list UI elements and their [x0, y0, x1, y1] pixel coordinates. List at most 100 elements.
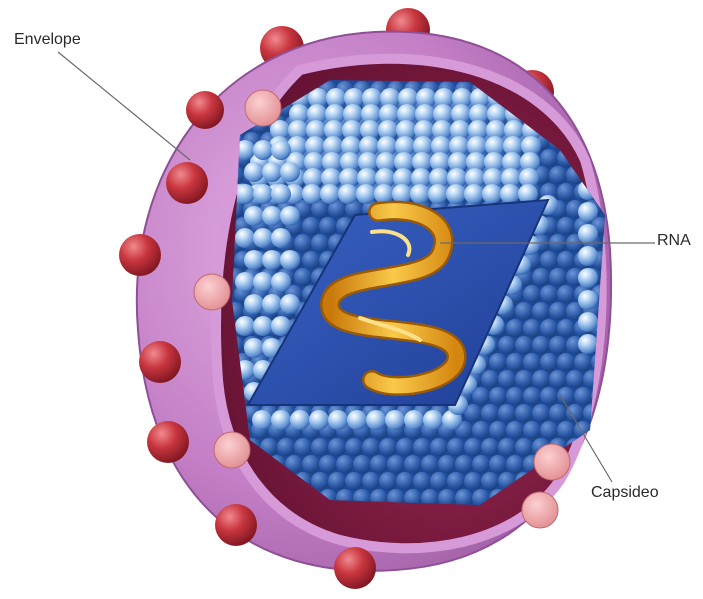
capsomere-sphere-icon [336, 455, 354, 473]
capsomere-sphere-icon [532, 268, 550, 286]
capsomere-sphere-icon [294, 438, 312, 456]
capsomere-sphere-icon [489, 387, 507, 405]
capsomere-sphere-icon [253, 228, 273, 248]
capsomere-sphere-icon [481, 404, 499, 422]
capsomere-sphere-icon [244, 294, 264, 314]
capsomere-sphere-icon [481, 472, 499, 490]
glycoprotein-spike-icon [119, 234, 161, 276]
capsomere-sphere-icon [506, 319, 524, 337]
capsomere-sphere-icon [396, 472, 414, 490]
capsomere-sphere-icon [277, 438, 295, 456]
capsomere-sphere-icon [506, 455, 524, 473]
rna-label: RNA [657, 232, 691, 250]
capsomere-sphere-icon [506, 421, 524, 439]
capsomere-sphere-icon [320, 184, 340, 204]
capsomere-sphere-icon [464, 438, 482, 456]
envelope-leader-line [58, 52, 190, 160]
capsomere-sphere-icon [591, 115, 609, 133]
glycoprotein-spike-cut-icon [534, 444, 570, 480]
capsomere-sphere-icon [404, 455, 422, 473]
capsomere-sphere-icon [253, 140, 273, 160]
capsomere-sphere-icon [253, 184, 273, 204]
capsomere-sphere-icon [244, 162, 264, 182]
capsomere-sphere-icon [523, 353, 541, 371]
glycoprotein-spike-cut-icon [522, 492, 558, 528]
capsomere-sphere-icon [455, 455, 473, 473]
capsomere-sphere-icon [309, 410, 329, 430]
capsomere-sphere-icon [578, 268, 598, 288]
capsomere-sphere-icon [319, 217, 337, 235]
capsomere-sphere-icon [523, 319, 541, 337]
capsomere-sphere-icon [498, 404, 516, 422]
capsomere-sphere-icon [583, 438, 601, 456]
capsomere-sphere-icon [540, 251, 558, 269]
capsomere-sphere-icon [353, 455, 371, 473]
capsomere-sphere-icon [498, 370, 516, 388]
capsomere-sphere-icon [498, 438, 516, 456]
capsomere-sphere-icon [387, 455, 405, 473]
capsomere-sphere-icon [523, 387, 541, 405]
capsomere-sphere-icon [280, 206, 300, 226]
capsomere-sphere-icon [430, 438, 448, 456]
capsomere-sphere-icon [262, 206, 282, 226]
capsomere-sphere-icon [253, 272, 273, 292]
capsomere-sphere-icon [244, 206, 264, 226]
capsomere-sphere-icon [438, 455, 456, 473]
capsomere-sphere-icon [356, 184, 376, 204]
capsomere-sphere-icon [328, 410, 348, 430]
capsomere-sphere-icon [583, 98, 601, 116]
capsomere-sphere-icon [302, 251, 320, 269]
capsomere-sphere-icon [235, 184, 255, 204]
capsomere-sphere-icon [540, 285, 558, 303]
capsomere-sphere-icon [540, 421, 558, 439]
capsomere-sphere-icon [235, 272, 255, 292]
capsomere-sphere-icon [252, 410, 272, 430]
capsomere-sphere-icon [235, 316, 255, 336]
capsomere-sphere-icon [472, 421, 490, 439]
glycoprotein-spike-icon [186, 91, 224, 129]
capsomere-sphere-icon [446, 184, 466, 204]
capsomere-sphere-icon [506, 353, 524, 371]
glycoprotein-spike-icon [147, 421, 189, 463]
capsomere-sphere-icon [262, 162, 282, 182]
capsomere-sphere-icon [396, 438, 414, 456]
capsomere-sphere-icon [302, 455, 320, 473]
capsomere-sphere-icon [549, 370, 567, 388]
capsomere-sphere-icon [428, 184, 448, 204]
capsomere-sphere-icon [280, 250, 300, 270]
capsomere-sphere-icon [482, 184, 502, 204]
capsomere-sphere-icon [271, 140, 291, 160]
capsomere-sphere-icon [271, 272, 291, 292]
capsomere-sphere-icon [557, 285, 575, 303]
capsomere-sphere-icon [540, 387, 558, 405]
glycoprotein-spike-cut-icon [214, 432, 250, 468]
capsomere-sphere-icon [481, 370, 499, 388]
capsomere-sphere-icon [578, 224, 598, 244]
capsomere-sphere-icon [500, 184, 520, 204]
capsomere-sphere-icon [540, 149, 558, 167]
capsomere-sphere-icon [515, 404, 533, 422]
capsomere-sphere-icon [345, 438, 363, 456]
capsomere-sphere-icon [294, 234, 312, 252]
capsomere-sphere-icon [421, 455, 439, 473]
capsomere-sphere-icon [557, 251, 575, 269]
capsomere-sphere-icon [557, 217, 575, 235]
capsomere-sphere-icon [379, 438, 397, 456]
capsomere-sphere-icon [345, 472, 363, 490]
capsomere-sphere-icon [591, 421, 609, 439]
capsomere-sphere-icon [244, 338, 264, 358]
capsomere-sphere-icon [447, 472, 465, 490]
capsomere-sphere-icon [423, 410, 443, 430]
capsomere-sphere-icon [578, 246, 598, 266]
capsomere-sphere-icon [523, 421, 541, 439]
glycoprotein-spike-icon [166, 162, 208, 204]
capsid-label: Capsideo [591, 484, 659, 502]
capsomere-sphere-icon [578, 334, 598, 354]
capsomere-sphere-icon [489, 455, 507, 473]
capsomere-sphere-icon [540, 353, 558, 371]
capsomere-sphere-icon [294, 268, 312, 286]
capsomere-sphere-icon [447, 438, 465, 456]
capsomere-sphere-icon [328, 472, 346, 490]
glycoprotein-spike-icon [334, 547, 376, 589]
